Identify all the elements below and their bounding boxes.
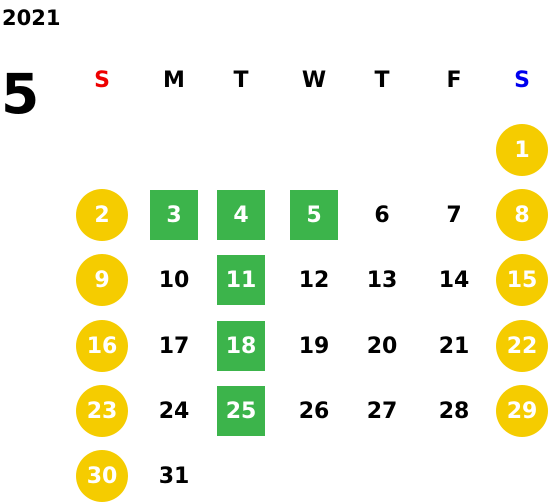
weekday-header-sunday: S: [94, 68, 110, 93]
weekday-header-saturday: S: [514, 68, 530, 93]
weekday-header-wednesday: W: [301, 68, 327, 93]
day-cell-3[interactable]: 3: [150, 190, 198, 240]
day-cell-28[interactable]: 28: [438, 398, 470, 424]
day-cell-22[interactable]: 22: [496, 320, 548, 372]
day-cell-1[interactable]: 1: [496, 124, 548, 176]
day-cell-12[interactable]: 12: [298, 267, 330, 293]
day-cell-14[interactable]: 14: [438, 267, 470, 293]
weekday-header-tuesday: T: [233, 68, 249, 93]
calendar-year: 2021: [2, 6, 61, 30]
day-cell-15[interactable]: 15: [496, 254, 548, 306]
day-cell-24[interactable]: 24: [158, 398, 190, 424]
day-cell-13[interactable]: 13: [366, 267, 398, 293]
day-cell-25[interactable]: 25: [217, 386, 265, 436]
day-cell-9[interactable]: 9: [76, 254, 128, 306]
day-cell-10[interactable]: 10: [158, 267, 190, 293]
day-cell-5[interactable]: 5: [290, 190, 338, 240]
day-cell-2[interactable]: 2: [76, 189, 128, 241]
day-cell-8[interactable]: 8: [496, 189, 548, 241]
weekday-header-thursday: T: [374, 68, 390, 93]
day-cell-26[interactable]: 26: [298, 398, 330, 424]
day-cell-20[interactable]: 20: [366, 333, 398, 359]
day-cell-19[interactable]: 19: [298, 333, 330, 359]
day-cell-4[interactable]: 4: [217, 190, 265, 240]
day-cell-6[interactable]: 6: [374, 202, 390, 228]
day-cell-23[interactable]: 23: [76, 385, 128, 437]
day-cell-18[interactable]: 18: [217, 321, 265, 371]
day-cell-7[interactable]: 7: [446, 202, 462, 228]
weekday-header-monday: M: [163, 68, 185, 93]
day-cell-17[interactable]: 17: [158, 333, 190, 359]
day-cell-16[interactable]: 16: [76, 320, 128, 372]
day-cell-21[interactable]: 21: [438, 333, 470, 359]
day-cell-29[interactable]: 29: [496, 385, 548, 437]
weekday-header-friday: F: [446, 68, 462, 93]
day-cell-27[interactable]: 27: [366, 398, 398, 424]
day-cell-30[interactable]: 30: [76, 450, 128, 502]
calendar-month: 5: [1, 62, 40, 126]
day-cell-11[interactable]: 11: [217, 255, 265, 305]
day-cell-31[interactable]: 31: [158, 463, 190, 489]
